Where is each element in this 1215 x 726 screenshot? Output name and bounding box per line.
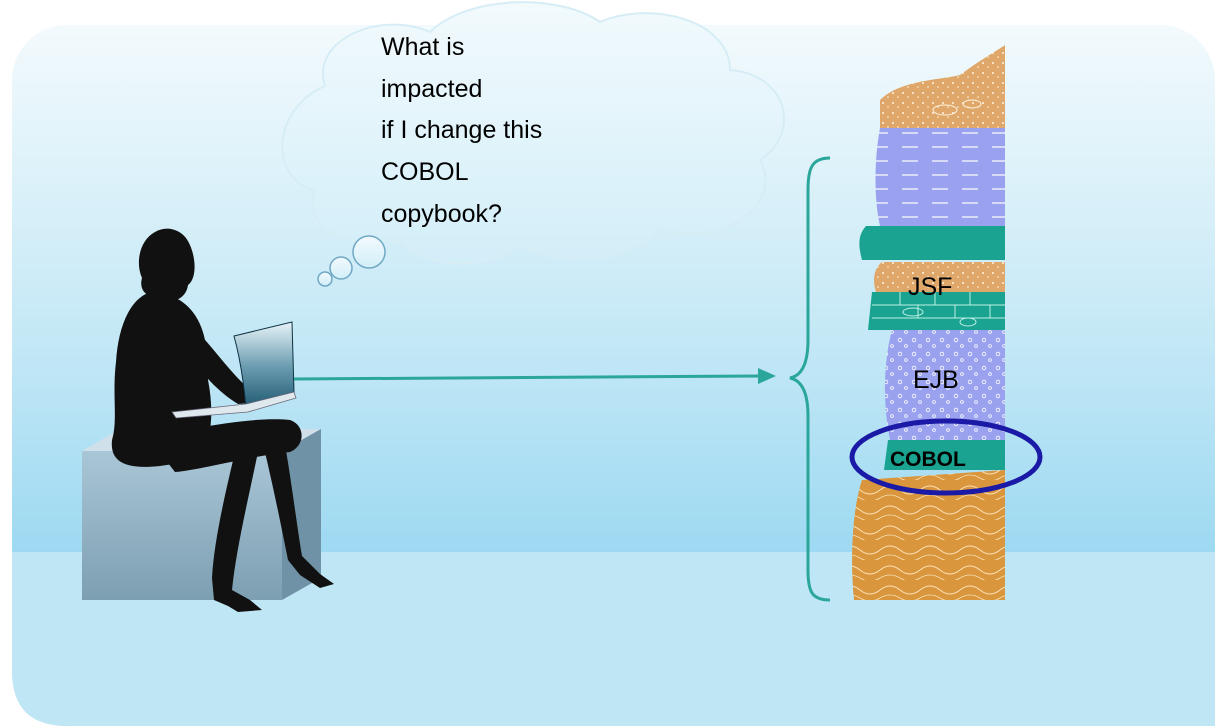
curly-brace: [789, 156, 831, 602]
arrow-to-stack: [293, 368, 776, 384]
svg-text:What is impacted i: What is impacted if I change this COBOL …: [381, 33, 549, 228]
bubble-line-3: if I change this: [381, 116, 542, 144]
thought-bubble: What is impacted if I change this COBOL …: [281, 1, 785, 287]
layer-label-cobol: COBOL: [890, 448, 966, 471]
bubble-line-4: COBOL: [381, 158, 469, 186]
person-with-laptop-icon: [111, 228, 334, 612]
bubble-line-5: copybook?: [381, 200, 502, 228]
bubble-line-1: What is: [381, 33, 464, 61]
technology-stack-column: [852, 45, 1005, 600]
bubble-line-2: impacted: [381, 75, 482, 103]
layer-label-ejb: EJB: [913, 366, 959, 394]
layer-label-jsf: JSF: [908, 273, 952, 301]
cobol-highlight-ellipse: [849, 418, 1043, 496]
